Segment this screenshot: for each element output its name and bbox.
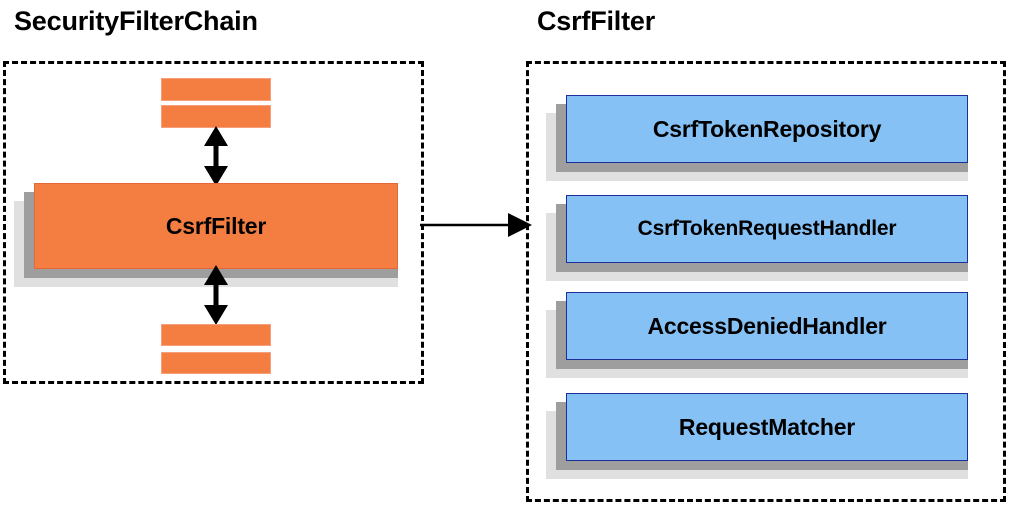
collaborator-1-label: CsrfTokenRepository bbox=[652, 116, 882, 142]
collaborator-3-label: AccessDeniedHandler bbox=[647, 313, 887, 339]
filter-bar-top-1 bbox=[161, 78, 271, 101]
csrf-filter-face[interactable]: CsrfFilter bbox=[34, 183, 398, 269]
collaborator-4-label: RequestMatcher bbox=[678, 414, 856, 440]
collaborator-box-2[interactable]: CsrfTokenRequestHandler bbox=[546, 195, 988, 287]
csrf-filter-box[interactable]: CsrfFilter bbox=[14, 183, 418, 294]
right-panel-boundary bbox=[526, 61, 1006, 502]
collaborator-box-1[interactable]: CsrfTokenRepository bbox=[546, 95, 988, 187]
filter-bar-top-2 bbox=[161, 105, 271, 128]
filter-bar-bottom-2 bbox=[161, 352, 271, 374]
csrf-filter-label: CsrfFilter bbox=[165, 213, 267, 239]
arrow-top-bidirectional bbox=[204, 126, 228, 186]
collaborator-2-face[interactable]: CsrfTokenRequestHandler bbox=[566, 195, 968, 263]
collaborator-1-face[interactable]: CsrfTokenRepository bbox=[566, 95, 968, 163]
arrow-bottom-bidirectional bbox=[204, 265, 228, 325]
left-panel-boundary bbox=[3, 61, 424, 384]
arrow-left-to-right bbox=[420, 213, 532, 237]
collaborator-box-3[interactable]: AccessDeniedHandler bbox=[546, 292, 988, 384]
collaborator-3-face[interactable]: AccessDeniedHandler bbox=[566, 292, 968, 360]
filter-bar-bottom-1 bbox=[161, 324, 271, 346]
right-panel-title: CsrfFilter bbox=[537, 6, 656, 36]
collaborator-4-face[interactable]: RequestMatcher bbox=[566, 393, 968, 461]
collaborator-box-4[interactable]: RequestMatcher bbox=[546, 393, 988, 485]
left-panel-title: SecurityFilterChain bbox=[14, 6, 258, 36]
collaborator-2-label: CsrfTokenRequestHandler bbox=[637, 217, 897, 240]
